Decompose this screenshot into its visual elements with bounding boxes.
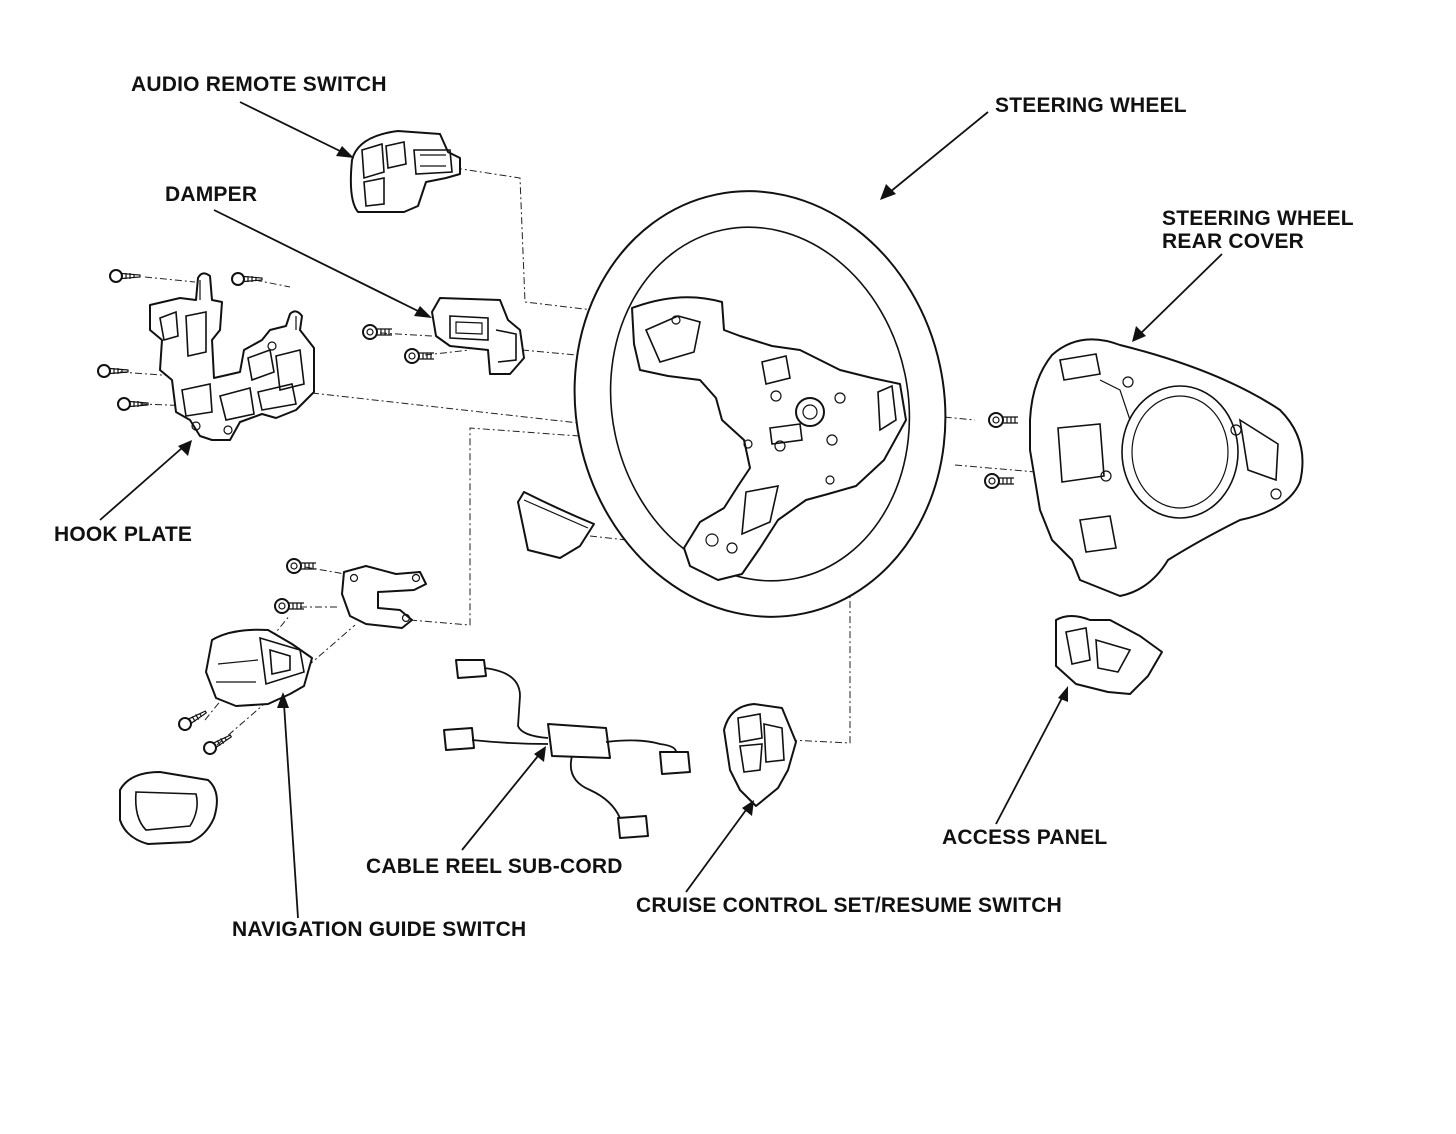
steering-wheel-rear-cover-part [1029, 338, 1304, 597]
audio-remote-switch-part [349, 130, 461, 213]
steering-wheel-rear-cover-label: STEERING WHEEL REAR COVER [1162, 207, 1354, 253]
hook-plate-part [149, 272, 315, 441]
steering-wheel-rear-cover-label-line2: REAR COVER [1162, 230, 1305, 253]
steering-wheel-rear-cover-label-line1: STEERING WHEEL [1162, 207, 1354, 230]
lower-spoke-cover-part [517, 491, 595, 559]
cruise-control-switch-part [723, 703, 797, 807]
damper-label: DAMPER [165, 183, 258, 206]
steering-wheel-part [573, 190, 947, 618]
hook-plate-label: HOOK PLATE [54, 523, 193, 546]
audio-remote-switch-label: AUDIO REMOTE SWITCH [131, 73, 387, 96]
steering-wheel-label: STEERING WHEEL [995, 94, 1187, 117]
switch-bezel-part [119, 771, 218, 845]
access-panel-label: ACCESS PANEL [942, 826, 1108, 849]
damper-part [431, 297, 525, 375]
navigation-guide-switch-label: NAVIGATION GUIDE SWITCH [232, 918, 527, 941]
bracket-part [341, 565, 427, 629]
navigation-guide-switch-part [205, 628, 313, 707]
cable-reel-sub-cord-label: CABLE REEL SUB-CORD [366, 855, 623, 878]
cable-reel-sub-cord-part [443, 659, 691, 839]
leader-arrows [99, 101, 1223, 919]
cruise-control-switch-label: CRUISE CONTROL SET/RESUME SWITCH [636, 894, 1063, 917]
access-panel-part [1055, 615, 1163, 695]
